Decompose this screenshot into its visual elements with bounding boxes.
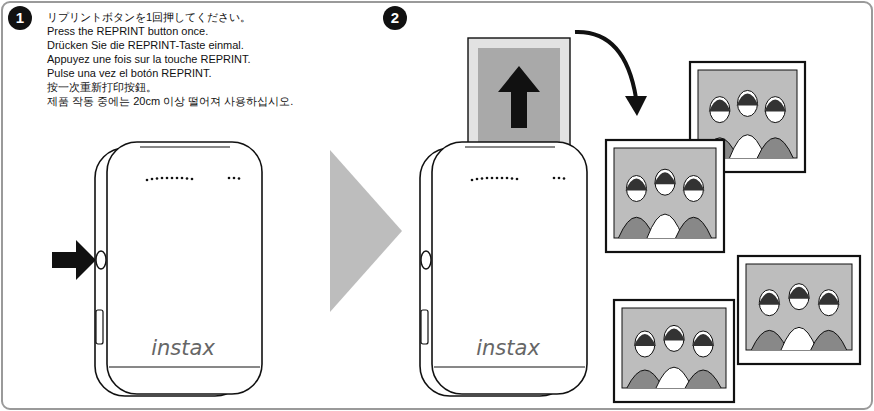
brand-logo: instax <box>133 336 233 360</box>
step-number: 2 <box>384 7 406 29</box>
instruction-text: Drücken Sie die REPRINT-Taste einmal. <box>47 38 244 52</box>
brand-logo: instax <box>458 336 558 360</box>
instruction-text: Appuyez une fois sur la touche REPRINT. <box>47 52 251 66</box>
instruction-text: Pulse una vez el botón REPRINT. <box>47 66 211 80</box>
instruction-text: 제품 작동 중에는 20cm 이상 떨어져 사용하십시오. <box>47 94 322 108</box>
instruction-text: 按一次重新打印按鈕。 <box>47 80 157 94</box>
instruction-text: リプリントボタンを1回押してください。 <box>47 10 251 24</box>
instruction-text: Press the REPRINT button once. <box>47 24 208 38</box>
step-number: 1 <box>9 7 31 29</box>
